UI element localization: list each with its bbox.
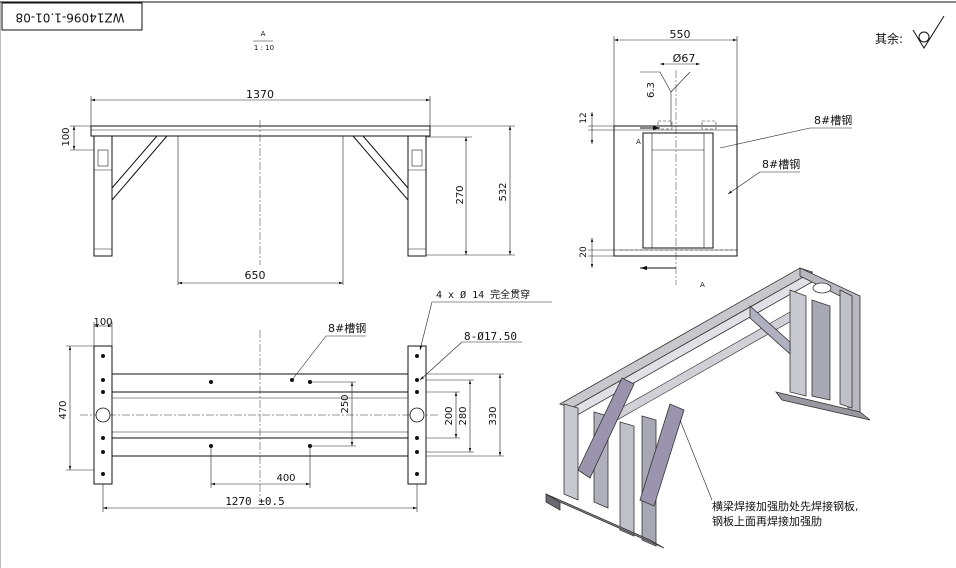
dim-280: 280 bbox=[458, 406, 469, 425]
callout-through-holes: 4 x Ø 14 完全贯穿 bbox=[436, 288, 530, 301]
weld-note-line1: 横梁焊接加强肋处先焊接钢板, bbox=[712, 499, 859, 513]
dim-hole-67: Ø67 bbox=[673, 52, 696, 65]
section-mark-a-bottom: A bbox=[700, 281, 705, 289]
dim-270: 270 bbox=[455, 185, 466, 204]
surface-note-label: 其余: bbox=[875, 31, 903, 46]
section-scale: 1 : 10 bbox=[254, 44, 274, 52]
drawing-number: WZ14096-1.01-08 bbox=[16, 11, 125, 25]
dim-330: 330 bbox=[488, 406, 499, 425]
roughness-icon bbox=[912, 15, 945, 49]
dim-200: 200 bbox=[444, 406, 455, 425]
roughness-value: 6.3 bbox=[646, 82, 657, 98]
bolt-hole-left bbox=[95, 407, 111, 423]
callout-channel-top: 8#槽钢 bbox=[328, 322, 366, 335]
dim-650: 650 bbox=[245, 269, 266, 282]
title-block: WZ14096-1.01-08 bbox=[1, 2, 143, 31]
dim-250: 250 bbox=[340, 394, 351, 413]
section-letter: A bbox=[261, 30, 266, 38]
roughness-symbol: 6.3 bbox=[640, 71, 691, 98]
weld-note-line2: 钢板上面再焊接加强肋 bbox=[712, 514, 822, 528]
top-view: 100 470 1270 ±0.5 400 250 200 280 330 bbox=[58, 288, 552, 512]
callout-bolt-holes: 8-Ø17.50 bbox=[464, 330, 517, 343]
section-mark-a-top: A bbox=[636, 138, 641, 146]
dim-100-top: 100 bbox=[93, 317, 112, 328]
dim-20: 20 bbox=[579, 246, 589, 258]
surface-note: 其余: bbox=[875, 15, 945, 49]
dim-1370: 1370 bbox=[246, 88, 274, 101]
dim-100-front: 100 bbox=[61, 127, 72, 146]
iso-view: 横梁焊接加强肋处先焊接钢板, 钢板上面再焊接加强肋 bbox=[545, 267, 871, 549]
dim-400: 400 bbox=[276, 473, 295, 484]
dim-532: 532 bbox=[498, 182, 509, 201]
dim-550: 550 bbox=[670, 28, 691, 41]
callout-channel-1: 8#槽钢 bbox=[814, 114, 852, 127]
dim-1270: 1270 ±0.5 bbox=[225, 495, 285, 508]
callout-channel-2: 8#槽钢 bbox=[762, 158, 800, 171]
bolt-hole-right bbox=[409, 407, 425, 423]
dim-12: 12 bbox=[579, 112, 589, 123]
side-view: 550 Ø67 6.3 12 20 A A 8#槽钢 8#槽钢 bbox=[579, 28, 852, 289]
front-view: 1370 650 100 270 532 bbox=[61, 88, 515, 285]
dim-470: 470 bbox=[58, 400, 69, 419]
section-label: A 1 : 10 bbox=[253, 30, 274, 52]
